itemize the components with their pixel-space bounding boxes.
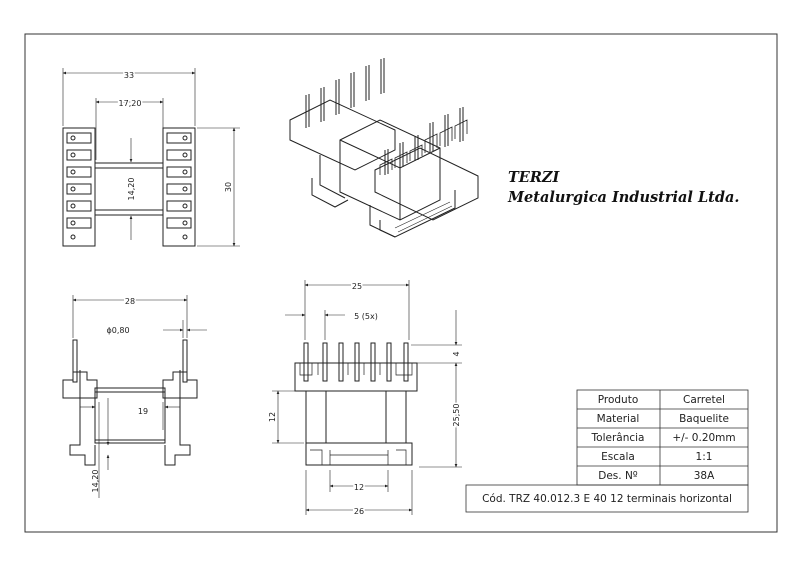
dim-side-inner: 19 bbox=[138, 407, 148, 416]
company-subtitle: Metalurgica Industrial Ltda. bbox=[507, 189, 739, 206]
tb-label-tolerancia: Tolerância bbox=[591, 432, 645, 444]
dim-side-low: 14,20 bbox=[91, 470, 100, 493]
dim-side-width: 28 bbox=[125, 297, 135, 306]
dim-front-left: 12 bbox=[268, 412, 277, 422]
dim-front-pitch: 5 (5x) bbox=[354, 312, 378, 321]
dim-side-pin-dia: ϕ0,80 bbox=[106, 326, 129, 335]
dim-front-slot: 12 bbox=[354, 483, 364, 492]
tb-part-code: Cód. TRZ 40.012.3 E 40 12 terminais hori… bbox=[482, 493, 732, 505]
title-block bbox=[465, 389, 749, 513]
iso-back-pins bbox=[305, 58, 385, 128]
dim-front-width: 25 bbox=[352, 282, 362, 291]
dim-top-width: 33 bbox=[124, 71, 134, 80]
tb-value-des: 38A bbox=[694, 470, 715, 482]
company-name: TERZI bbox=[508, 169, 560, 186]
dim-top-height: 30 bbox=[224, 182, 233, 192]
isometric-view bbox=[289, 58, 479, 238]
top-view-left-pins bbox=[66, 132, 92, 240]
front-view-pins bbox=[303, 342, 409, 382]
side-view bbox=[62, 295, 207, 498]
front-view bbox=[272, 280, 462, 515]
tb-value-material: Baquelite bbox=[679, 413, 729, 425]
tb-label-des: Des. Nº bbox=[598, 470, 638, 482]
tb-label-material: Material bbox=[597, 413, 640, 425]
top-view bbox=[62, 68, 240, 247]
tb-value-tolerancia: +/- 0.20mm bbox=[672, 432, 735, 444]
tb-value-produto: Carretel bbox=[683, 394, 725, 406]
top-view-right-pins bbox=[166, 132, 192, 240]
dim-top-center: 14,20 bbox=[127, 178, 136, 201]
dim-front-height: 25,50 bbox=[452, 404, 461, 427]
sheet-border bbox=[24, 33, 778, 533]
dim-front-base: 26 bbox=[354, 507, 364, 516]
tb-label-escala: Escala bbox=[601, 451, 635, 463]
dim-front-pin: 4 bbox=[452, 351, 461, 356]
tb-label-produto: Produto bbox=[598, 394, 639, 406]
dim-top-inner: 17,20 bbox=[119, 99, 142, 108]
tb-value-escala: 1:1 bbox=[696, 451, 713, 463]
